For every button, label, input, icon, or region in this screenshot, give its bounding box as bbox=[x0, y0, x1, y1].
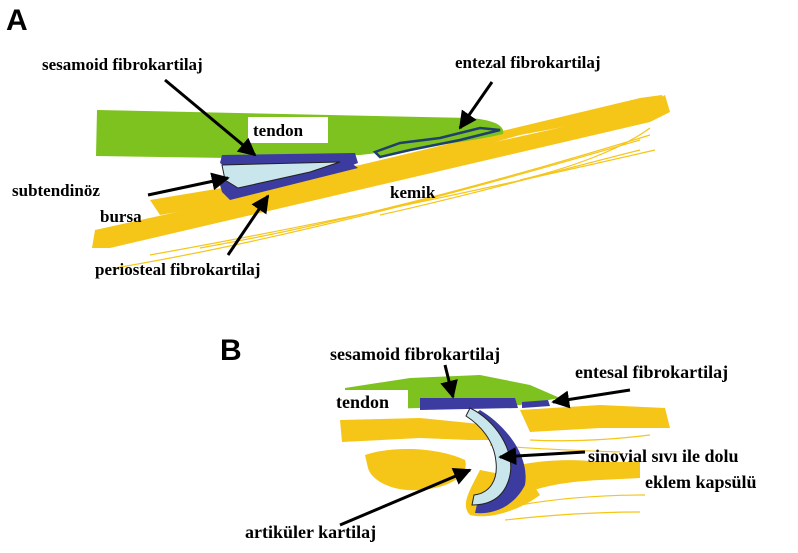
panel-b-label-sinovial: sinovial sıvı ile dolu bbox=[588, 446, 739, 466]
panel-b-arrow-entesal bbox=[553, 390, 630, 402]
panel-b-label-sesamoid: sesamoid fibrokartilaj bbox=[330, 344, 500, 364]
panel-b: B sesamoid fibrokartilaj entesal fibroka… bbox=[220, 334, 757, 542]
panel-b-sesamoid-fibrocartilage bbox=[420, 398, 518, 410]
panel-a-label-sesamoid: sesamoid fibrokartilaj bbox=[42, 55, 203, 74]
panel-a-label-kemik: kemik bbox=[390, 183, 436, 202]
panel-b-letter: B bbox=[220, 334, 242, 367]
panel-b-joint-head-bone bbox=[365, 449, 466, 490]
panel-b-label-entesal: entesal fibrokartilaj bbox=[575, 362, 728, 382]
panel-a-label-periosteal: periosteal fibrokartilaj bbox=[95, 260, 260, 279]
panel-b-label-eklem: eklem kapsülü bbox=[645, 472, 757, 492]
panel-b-label-tendon: tendon bbox=[336, 392, 389, 412]
panel-a-label-entezal: entezal fibrokartilaj bbox=[455, 53, 601, 72]
panel-b-label-artikuler: artiküler kartilaj bbox=[245, 522, 376, 542]
panel-b-right-upper-bone bbox=[520, 405, 670, 432]
panel-a-label-subtendinoz: subtendinöz bbox=[12, 181, 100, 200]
panel-a-letter: A bbox=[6, 4, 28, 37]
panel-a-label-bursa: bursa bbox=[100, 207, 142, 226]
panel-a-label-tendon: tendon bbox=[253, 121, 304, 140]
panel-a: A sesamoid fibrokartilaj entezal fibroka… bbox=[6, 4, 670, 279]
